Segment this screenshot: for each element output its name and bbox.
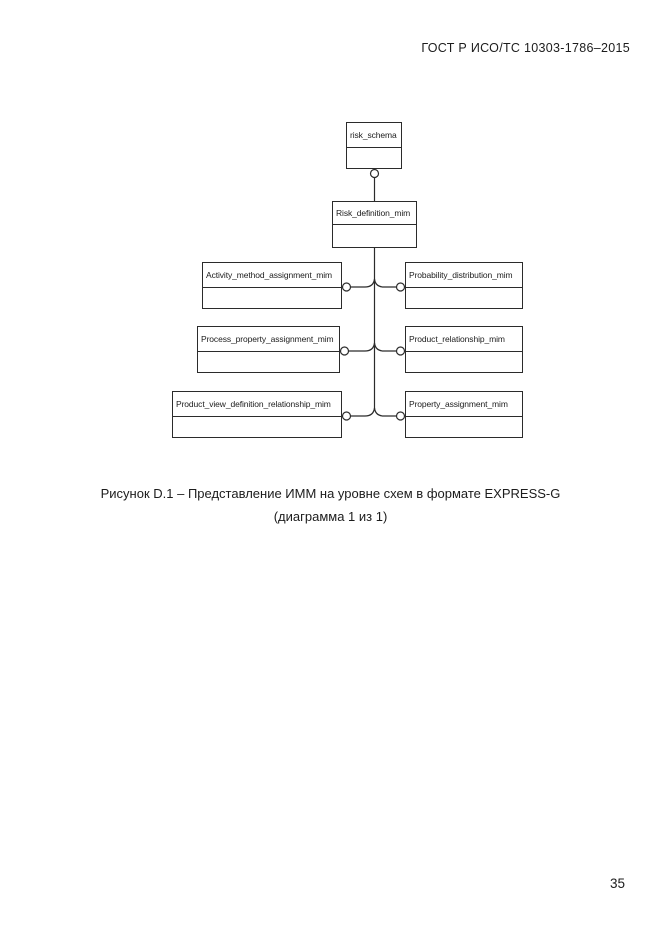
node-label: Product_view_definition_relationship_mim xyxy=(173,392,341,417)
connector-circle xyxy=(341,282,352,292)
node-label: Probability_distribution_mim xyxy=(406,263,522,288)
node-risk-definition-mim: Risk_definition_mim xyxy=(332,201,417,248)
figure-caption-line-1: Рисунок D.1 – Представление ИММ на уровн… xyxy=(100,486,561,501)
node-probability-distribution-mim: Probability_distribution_mim xyxy=(405,262,523,309)
connector-circle xyxy=(395,411,406,421)
node-label: risk_schema xyxy=(347,123,401,148)
connector-circle xyxy=(339,346,350,356)
node-label: Process_property_assignment_mim xyxy=(198,327,339,352)
connector-circle xyxy=(369,168,380,179)
connector-branch xyxy=(373,342,397,352)
node-label: Risk_definition_mim xyxy=(333,202,416,225)
connector-branch xyxy=(350,407,376,417)
connector-branch xyxy=(373,407,397,417)
connector-circle xyxy=(395,346,406,356)
connector-branch xyxy=(373,278,397,288)
node-product-view-definition-relationship-mim: Product_view_definition_relationship_mim xyxy=(172,391,342,438)
node-activity-method-assignment-mim: Activity_method_assignment_mim xyxy=(202,262,342,309)
figure-caption-line-2: (диаграмма 1 из 1) xyxy=(273,509,388,524)
document-header: ГОСТ Р ИСО/ТС 10303-1786–2015 xyxy=(421,41,630,55)
node-product-relationship-mim: Product_relationship_mim xyxy=(405,326,523,373)
connector-branch xyxy=(348,342,376,352)
node-label: Product_relationship_mim xyxy=(406,327,522,352)
connector-branch xyxy=(350,278,376,288)
node-process-property-assignment-mim: Process_property_assignment_mim xyxy=(197,326,340,373)
figure-caption: Рисунок D.1 – Представление ИММ на уровн… xyxy=(0,482,661,528)
connector-circle xyxy=(341,411,352,421)
node-property-assignment-mim: Property_assignment_mim xyxy=(405,391,523,438)
node-risk-schema: risk_schema xyxy=(346,122,402,169)
node-label: Activity_method_assignment_mim xyxy=(203,263,341,288)
node-label: Property_assignment_mim xyxy=(406,392,522,417)
connector-circle xyxy=(395,282,406,292)
page-number: 35 xyxy=(609,876,625,891)
